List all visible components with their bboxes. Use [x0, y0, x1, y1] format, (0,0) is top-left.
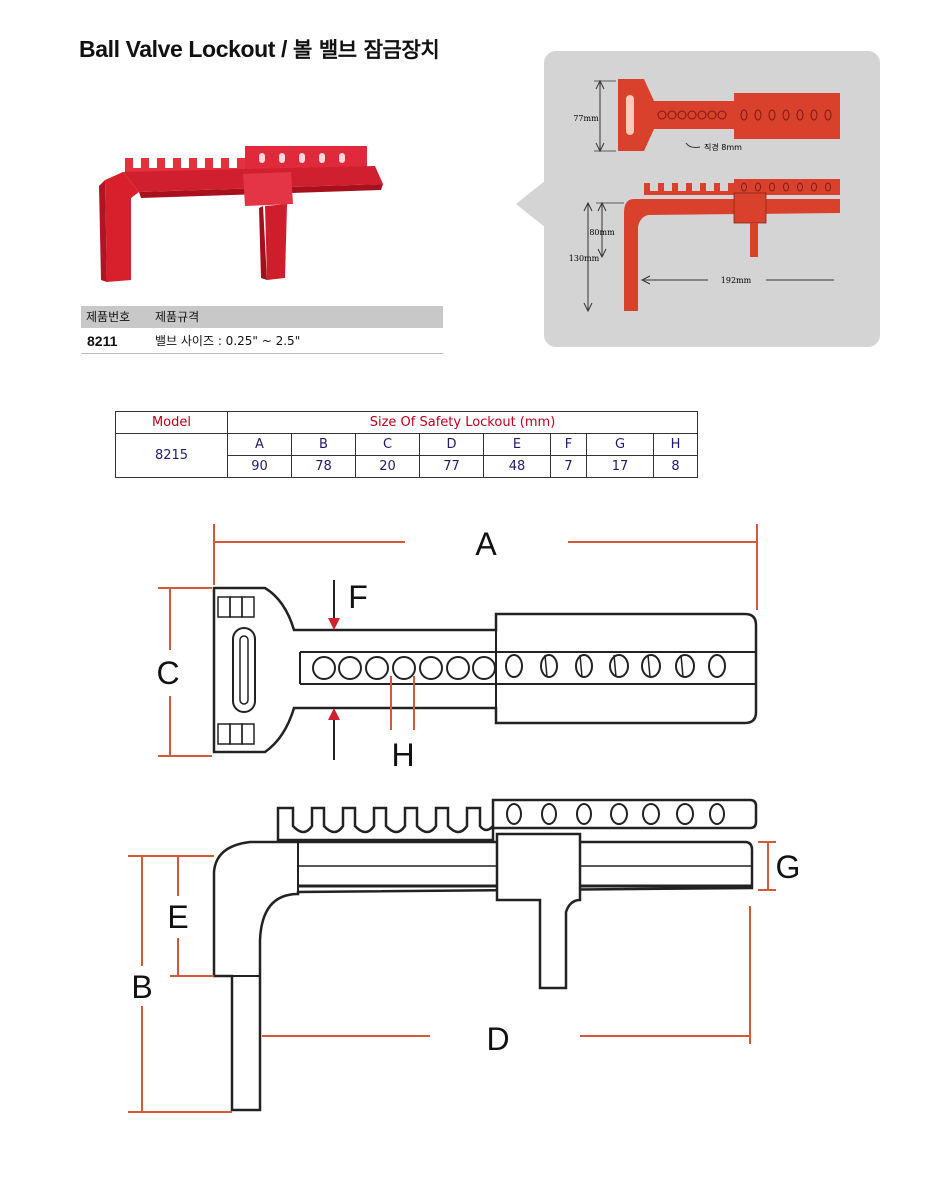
value-c: 20	[355, 455, 420, 478]
col-header-a: A	[227, 433, 292, 456]
col-header-g: G	[586, 433, 654, 456]
value-h: 8	[653, 455, 698, 478]
spec-code: 8211	[87, 333, 118, 349]
spec-col-spec: 제품규격	[155, 310, 200, 324]
dim-130-label: 130mm	[569, 254, 600, 263]
spec-header: 제품번호 제품규격	[81, 306, 443, 328]
diameter-label: 직경 8mm	[704, 142, 742, 152]
col-header-e: E	[483, 433, 551, 456]
page-title: Ball Valve Lockout / 볼 밸브 잠금장치	[79, 34, 440, 64]
spec-text: 밸브 사이즈 : 0.25" ~ 2.5"	[155, 334, 301, 348]
dim-label-h: H	[391, 737, 414, 773]
value-b: 78	[291, 455, 356, 478]
dim-77-label: 77mm	[573, 114, 599, 123]
panel-pointer	[516, 180, 546, 228]
model-value: 8215	[115, 433, 228, 478]
dim-label-b: B	[131, 969, 152, 1005]
col-header-c: C	[355, 433, 420, 456]
col-header-d: D	[419, 433, 484, 456]
thumbnail-drawing: 77mm 직경 8mm 80mm 130mm 192mm	[569, 79, 840, 313]
dim-80-label: 80mm	[589, 228, 615, 237]
dim-label-a: A	[475, 526, 497, 562]
size-header: Size Of Safety Lockout (mm)	[227, 411, 698, 434]
value-d: 77	[419, 455, 484, 478]
dim-192-label: 192mm	[721, 276, 752, 285]
dim-label-f: F	[348, 579, 368, 615]
col-header-b: B	[291, 433, 356, 456]
value-f: 7	[550, 455, 587, 478]
dim-label-d: D	[486, 1021, 509, 1057]
title-korean: 볼 밸브 잠금장치	[293, 38, 440, 62]
value-e: 48	[483, 455, 551, 478]
dim-label-g: G	[776, 849, 801, 885]
model-header: Model	[115, 411, 228, 434]
dimension-table: Model Size Of Safety Lockout (mm) 8215 A…	[115, 411, 698, 478]
dim-label-c: C	[156, 655, 179, 691]
value-a: 90	[227, 455, 292, 478]
spec-row: 8211 밸브 사이즈 : 0.25" ~ 2.5"	[81, 329, 443, 354]
col-header-h: H	[653, 433, 698, 456]
value-g: 17	[586, 455, 654, 478]
col-header-f: F	[550, 433, 587, 456]
product-photo	[99, 146, 383, 282]
dim-label-e: E	[167, 899, 188, 935]
spec-col-code: 제품번호	[86, 310, 131, 324]
title-english: Ball Valve Lockout /	[79, 36, 288, 62]
